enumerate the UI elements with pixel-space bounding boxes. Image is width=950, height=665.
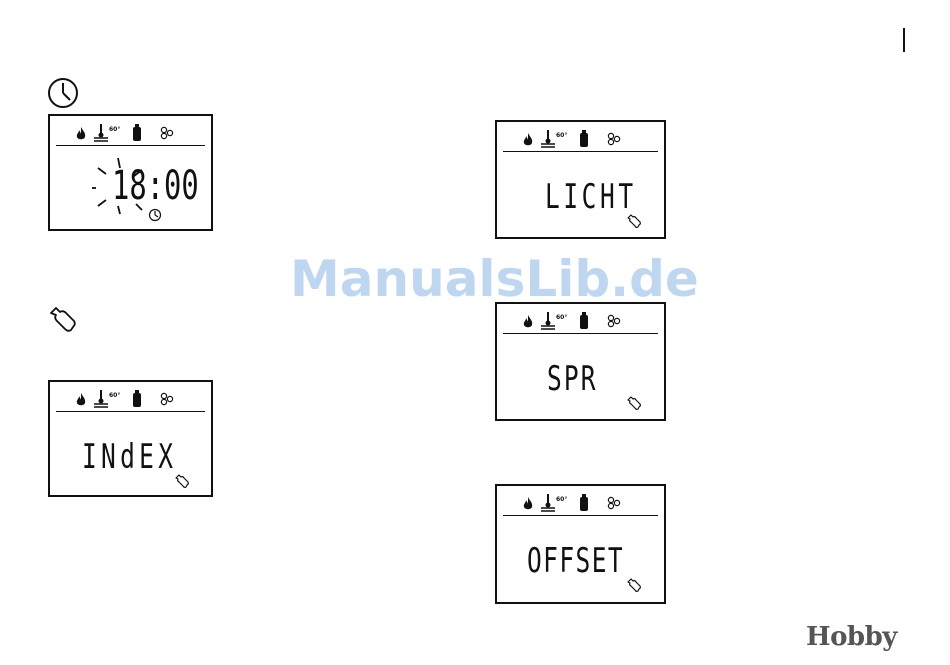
fan-icon [607, 314, 621, 328]
flame-icon [523, 133, 533, 147]
menu-readout: INdEX [82, 440, 177, 474]
temp-label: 60° [109, 126, 120, 133]
lcd-display-offset: 60° OFFSET [495, 484, 666, 604]
wrench-icon [174, 474, 190, 490]
temp-label: 60° [109, 392, 120, 399]
gas-bottle-icon [132, 124, 142, 142]
gas-bottle-icon [579, 312, 589, 330]
wrench-icon [47, 305, 77, 335]
clock-icon [47, 77, 79, 109]
clock-icon [148, 208, 162, 222]
flame-icon [76, 393, 86, 407]
fan-icon [160, 126, 174, 140]
gas-bottle-icon [132, 390, 142, 408]
water-temp-icon [541, 130, 555, 148]
gas-bottle-icon [579, 494, 589, 512]
menu-readout: LICHT [545, 180, 637, 214]
wrench-icon [626, 214, 642, 230]
time-readout: 18:00 [112, 166, 199, 206]
lcd-display-index: 60° INdEX [48, 380, 213, 497]
lcd-display-licht: 60° LICHT [495, 120, 666, 239]
flame-icon [523, 497, 533, 511]
water-temp-icon [94, 124, 108, 142]
page-edge-marker [903, 28, 905, 52]
fan-icon [607, 496, 621, 510]
lcd-display-time: 60° 18:00 [48, 114, 213, 231]
water-temp-icon [541, 312, 555, 330]
flame-icon [523, 315, 533, 329]
water-temp-icon [94, 390, 108, 408]
temp-label: 60° [556, 314, 567, 321]
flame-icon [76, 127, 86, 141]
wrench-icon [626, 396, 642, 412]
fan-icon [607, 132, 621, 146]
wrench-icon [626, 578, 642, 594]
fan-icon [160, 392, 174, 406]
water-temp-icon [541, 494, 555, 512]
brand-logo: Hobby [806, 622, 897, 652]
temp-label: 60° [556, 496, 567, 503]
lcd-display-spr: 60° SPR [495, 302, 666, 421]
menu-readout: SPR [547, 362, 598, 396]
menu-readout: OFFSET [527, 544, 624, 578]
gas-bottle-icon [579, 130, 589, 148]
temp-label: 60° [556, 132, 567, 139]
watermark: ManualsLib.de [290, 250, 699, 308]
